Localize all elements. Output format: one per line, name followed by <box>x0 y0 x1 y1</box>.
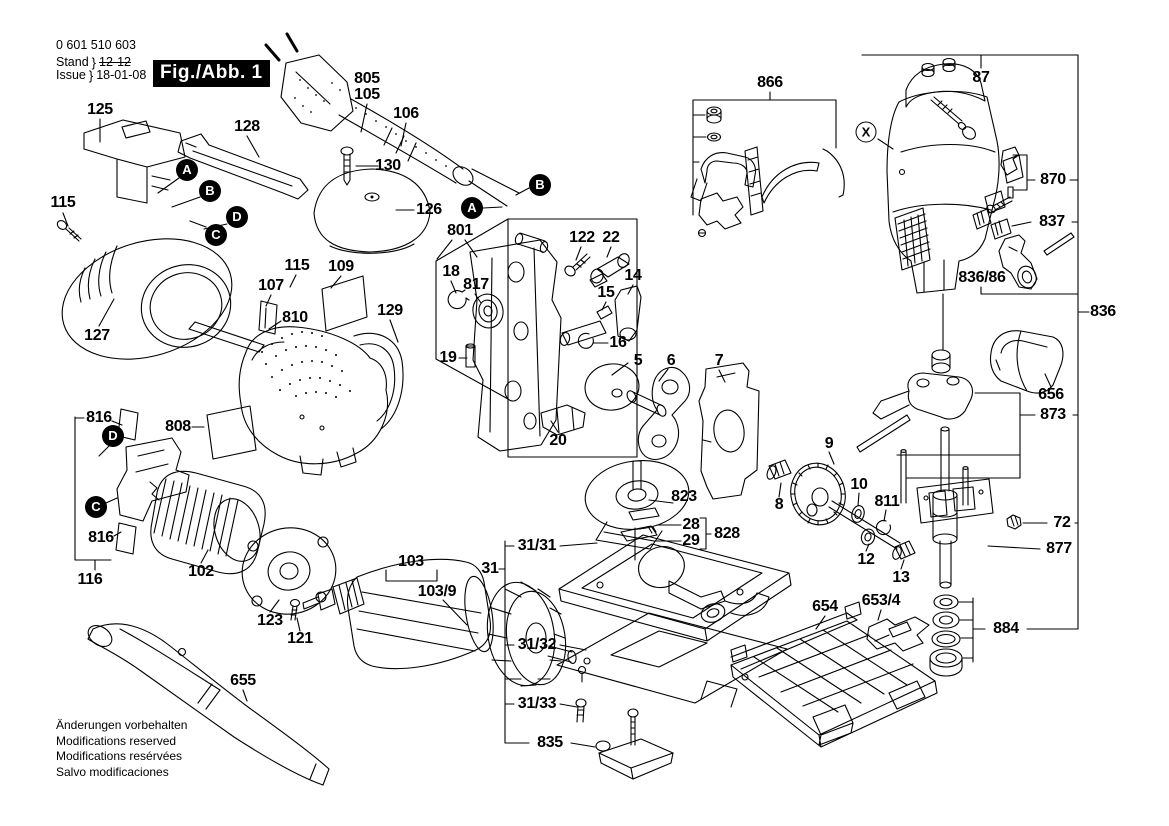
modifications-notice: Änderungen vorbehalten Modifications res… <box>56 718 187 780</box>
part-label-12: 12 <box>857 551 875 568</box>
part-label-7: 7 <box>714 352 724 369</box>
part-label-121: 121 <box>287 630 313 647</box>
part-label-810: 810 <box>282 309 308 326</box>
part-label-22: 22 <box>602 229 620 246</box>
detail-marker-C: C <box>85 496 107 518</box>
part-label-102: 102 <box>188 563 214 580</box>
part-label-816: 816 <box>86 409 112 426</box>
part-label-130: 130 <box>375 157 401 174</box>
part-label-811: 811 <box>874 493 900 510</box>
part-label-654: 654 <box>812 598 838 615</box>
part-label-129: 129 <box>377 302 403 319</box>
issue-label: Issue <box>56 68 86 82</box>
detail-marker-A: A <box>176 159 198 181</box>
part-label-823: 823 <box>671 488 697 505</box>
detail-marker-A: A <box>461 197 483 219</box>
notice-line-es: Salvo modificaciones <box>56 764 169 779</box>
part-label-126: 126 <box>416 201 442 218</box>
part-label-836: 836 <box>1090 303 1116 320</box>
part-label-6: 6 <box>666 352 676 369</box>
part-label-20: 20 <box>549 432 567 449</box>
part-label-816: 816 <box>88 529 114 546</box>
part-label-877: 877 <box>1046 540 1072 557</box>
part-label-655: 655 <box>230 672 256 689</box>
part-label-656: 656 <box>1038 386 1064 403</box>
issue-value: 18-01-08 <box>96 68 147 82</box>
part-label-87: 87 <box>972 69 990 86</box>
part-label-28: 28 <box>682 516 700 533</box>
part-label-808: 808 <box>165 418 191 435</box>
part-label-837: 837 <box>1039 213 1065 230</box>
part-label-836-86: 836/86 <box>958 269 1006 286</box>
part-label-122: 122 <box>569 229 595 246</box>
part-label-653-4: 653/4 <box>861 592 901 609</box>
part-label-828: 828 <box>714 525 740 542</box>
detail-marker-X: X <box>855 121 877 143</box>
part-label-31: 31 <box>481 560 499 577</box>
part-label-870: 870 <box>1040 171 1066 188</box>
part-label-107: 107 <box>258 277 284 294</box>
part-label-31-33: 31/33 <box>517 695 557 712</box>
title-block: 0 601 510 603 Stand } 12-12 Issue } 18-0… <box>56 38 147 83</box>
part-label-16: 16 <box>609 334 627 351</box>
detail-marker-B: B <box>529 174 551 196</box>
part-label-103-9: 103/9 <box>417 583 457 600</box>
part-label-19: 19 <box>439 349 457 366</box>
part-label-14: 14 <box>624 267 642 284</box>
part-label-817: 817 <box>463 276 489 293</box>
part-label-873: 873 <box>1040 406 1066 423</box>
part-label-884: 884 <box>993 620 1019 637</box>
notice-line-de: Änderungen vorbehalten <box>56 718 188 732</box>
part-label-109: 109 <box>328 258 354 275</box>
part-label-5: 5 <box>633 352 643 369</box>
part-label-15: 15 <box>597 284 615 301</box>
part-label-10: 10 <box>850 476 868 493</box>
stand-label: Stand <box>56 55 89 69</box>
stand-value: 12-12 <box>99 55 131 69</box>
part-label-866: 866 <box>757 74 783 91</box>
part-label-13: 13 <box>892 569 910 586</box>
part-label-116: 116 <box>77 571 103 588</box>
part-label-115: 115 <box>284 257 310 274</box>
detail-marker-D: D <box>102 425 124 447</box>
order-number: 0 601 510 603 <box>56 38 136 52</box>
part-label-115: 115 <box>50 194 76 211</box>
detail-marker-C: C <box>205 224 227 246</box>
part-label-103: 103 <box>398 553 424 570</box>
notice-line-en: Modifications reserved <box>56 733 177 748</box>
figure-badge: Fig./Abb. 1 <box>153 60 270 87</box>
part-label-105: 105 <box>354 86 380 103</box>
part-label-805: 805 <box>354 70 380 87</box>
brace-glyph: } <box>91 55 97 70</box>
detail-marker-D: D <box>226 206 248 228</box>
detail-marker-B: B <box>199 180 221 202</box>
part-label-31-32: 31/32 <box>517 636 557 653</box>
part-label-801: 801 <box>447 222 473 239</box>
part-label-123: 123 <box>257 612 283 629</box>
part-label-125: 125 <box>87 101 113 118</box>
part-label-9: 9 <box>824 435 834 452</box>
part-label-29: 29 <box>682 532 700 549</box>
part-label-18: 18 <box>442 263 460 280</box>
part-label-31-31: 31/31 <box>517 537 557 554</box>
part-label-72: 72 <box>1053 514 1071 531</box>
part-label-835: 835 <box>537 734 563 751</box>
brace-glyph: } <box>88 68 94 83</box>
part-label-127: 127 <box>84 327 110 344</box>
part-label-128: 128 <box>234 118 260 135</box>
part-label-8: 8 <box>774 496 784 513</box>
notice-line-fr: Modifications resérvées <box>56 749 183 763</box>
part-label-106: 106 <box>393 105 419 122</box>
